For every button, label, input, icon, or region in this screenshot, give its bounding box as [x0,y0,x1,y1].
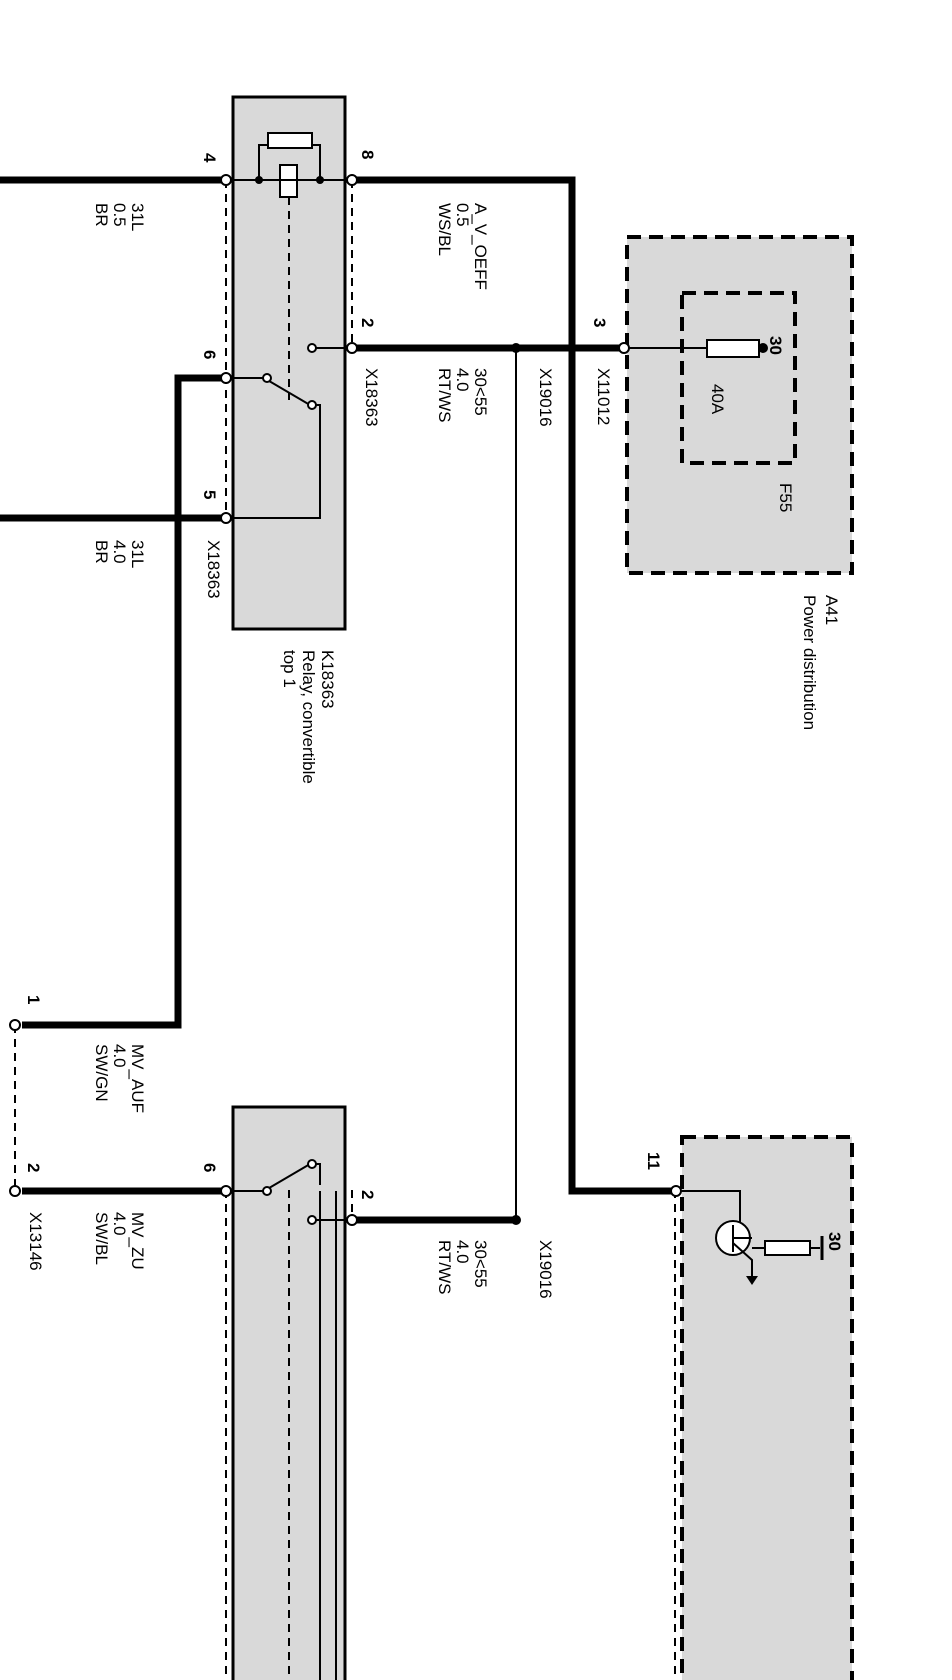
pin-label-8: 8 [358,150,377,159]
relay-diode-resistor [267,132,313,149]
fuse-name: F55 [776,483,795,512]
cu-terminal-30: 30 [825,1232,844,1251]
relay-desc-line2: top 1 [280,650,299,688]
wire-31l-05-color: BR [92,203,111,227]
pin-marker-2 [346,342,358,354]
relay-2-switch-pivot [262,1186,272,1196]
splice-x19016-b: X19016 [536,1240,555,1299]
pin-marker-r2-6 [220,1185,232,1197]
connector-x18363-top: X18363 [362,368,381,427]
pin-label-5: 5 [200,490,219,499]
pin-marker-x13146-2 [9,1185,21,1197]
wire-mv-auf-color: SW/GN [92,1044,111,1102]
pin-label-r2-2: 2 [358,1190,377,1199]
relay-2-contact-2-node [307,1215,317,1225]
fuse-f55-box [680,291,797,465]
transistor-arrow [746,1276,758,1285]
wire-30-55-a-color: RT/WS [435,368,454,422]
wire-30-55-a-size: 4.0 [453,368,472,392]
pin-label-11: 11 [644,1152,663,1170]
relay-coil-node-a [255,176,263,184]
wire-mv-zu-size: 4.0 [110,1212,129,1236]
cu-lead [680,1190,741,1225]
fuse-terminal-node [758,343,768,353]
fuse-rating: 40A [708,384,727,415]
relay-2-switch-end [307,1159,317,1169]
wire-30-55-a-signal: 30<55 [471,368,490,416]
pin-marker-x13146-1 [9,1019,21,1031]
wire-mv-auf-signal: MV_AUF [128,1044,147,1113]
relay-coil-node-b [316,176,324,184]
pin-label-r2-6: 6 [200,1163,219,1172]
pin-marker-6 [220,372,232,384]
splice-node-a [511,343,521,353]
wire-mv-zu-signal: MV_ZU [128,1212,147,1270]
pin-marker-4 [220,174,232,186]
relay-name: K18363 [318,650,337,709]
cu-resistor [764,1240,811,1256]
wire-mv-zu-color: SW/BL [92,1212,111,1265]
pin-label-2: 2 [358,318,377,327]
connector-x18363-bottom: X18363 [204,540,223,599]
pin-label-6: 6 [200,350,219,359]
splice-x19016-a: X19016 [536,368,555,427]
wire-a-v-oeff [356,176,672,1195]
fuse-symbol [706,339,760,358]
connector-x11012: X11012 [594,368,613,425]
power-dist-name: A41 [822,595,841,625]
pin-marker-5 [220,512,232,524]
transistor-leads [732,1225,753,1276]
wire-31l-40-size: 4.0 [110,540,129,564]
pin-marker-r2-2 [346,1214,358,1226]
wire-31l-40-color: BR [92,540,111,564]
wire-a-v-oeff-color: WS/BL [435,203,454,256]
pin-label-x11012-3: 3 [590,318,609,327]
power-dist-desc: Power distribution [800,595,819,730]
pin-marker-x11012-3 [618,342,630,354]
relay-switch-pivot [262,373,272,383]
wire-30-55-b-color: RT/WS [435,1240,454,1294]
pin-label-x13146-1: 1 [24,995,43,1004]
wire-31l-40-signal: 31L [128,540,147,568]
relay-contact-2-node [307,343,317,353]
pin-marker-11 [670,1185,682,1197]
fuse-terminal-30: 30 [766,336,785,355]
wire-31l-05-signal: 31L [128,203,147,231]
pin-label-4: 4 [200,153,219,163]
splice-node-b [511,1215,521,1225]
relay-switch-end [307,400,317,410]
wire-mv-auf [22,374,222,1029]
connector-x13146: X13146 [26,1212,45,1271]
control-unit-box [680,1135,854,1680]
wire-30-55-b-signal: 30<55 [471,1240,490,1288]
wire-a-v-oeff-size: 0.5 [453,203,472,227]
wire-30-55-b-size: 4.0 [453,1240,472,1264]
relay-desc-line1: Relay, convertible [299,650,318,784]
wire-31l-05-size: 0.5 [110,203,129,227]
pin-marker-8 [346,174,358,186]
pin-label-x13146-2: 2 [24,1163,43,1172]
wire-a-v-oeff-signal: A_V_OEFF [471,203,490,290]
wire-mv-auf-size: 4.0 [110,1044,129,1068]
